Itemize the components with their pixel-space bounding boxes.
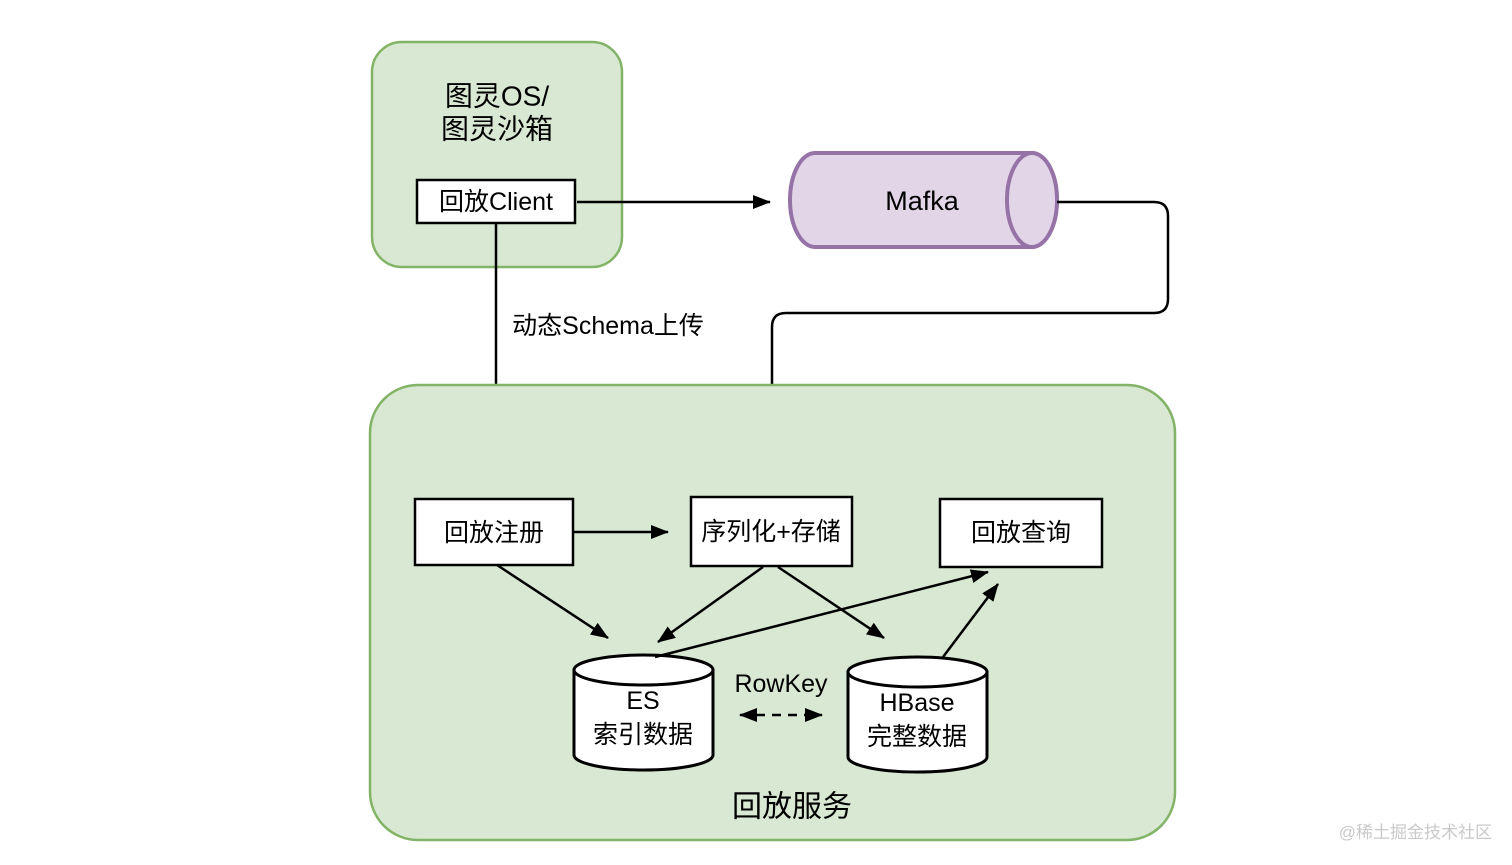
edge-register-to-es [496, 563, 609, 640]
db-es-label-line1: ES [626, 687, 659, 715]
service-group-container [368, 383, 1177, 842]
queue-mafka-cap [1005, 151, 1059, 249]
node-replay-client-label: 回放Client [439, 188, 553, 216]
node-serialize-store [689, 495, 854, 568]
queue-mafka-label: Mafka [885, 186, 960, 216]
service-group-title: 回放服务 [732, 791, 852, 824]
node-replay-query-label: 回放查询 [971, 519, 1071, 547]
node-replay-register-label: 回放注册 [444, 519, 544, 547]
edge-hbase-to-query [942, 583, 999, 658]
db-es-body [572, 668, 715, 772]
edge-label-schema-upload: 动态Schema上传 [512, 312, 704, 340]
db-hbase-label-line1: HBase [879, 689, 954, 717]
node-replay-query [938, 497, 1104, 569]
edge-es-to-query [654, 569, 989, 659]
db-hbase-body [846, 670, 989, 774]
client-group-title-line2: 图灵沙箱 [441, 114, 553, 145]
client-group-title-line1: 图灵OS/ [445, 81, 549, 112]
edge-serialize-to-es [657, 565, 764, 644]
node-serialize-store-label: 序列化+存储 [701, 518, 841, 546]
node-replay-client [415, 178, 577, 225]
edge-label-rowkey: RowKey [734, 670, 828, 698]
db-es-label-line2: 索引数据 [593, 721, 693, 749]
edge-serialize-to-hbase [777, 565, 885, 640]
db-hbase-top [846, 655, 989, 689]
db-es-top [572, 653, 715, 687]
watermark-text: @稀土掘金技术社区 [1339, 823, 1492, 842]
edge-mafka-to-serialize [765, 200, 1170, 477]
db-hbase-label-line2: 完整数据 [867, 723, 967, 751]
